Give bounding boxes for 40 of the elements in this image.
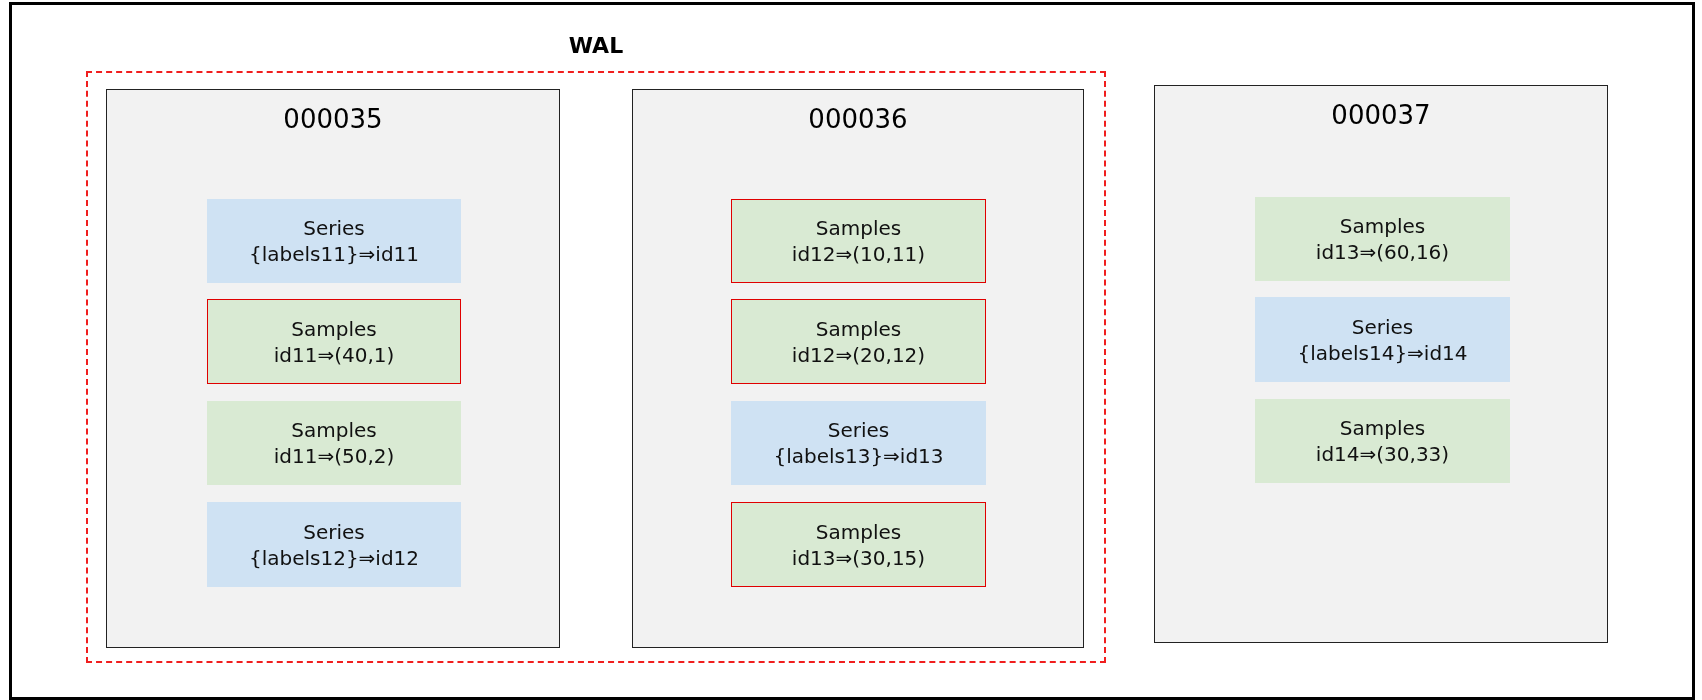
series-record-box — [207, 199, 461, 283]
samples-record-box — [1255, 399, 1510, 483]
record-type-label: Samples — [1339, 415, 1426, 441]
record-type-label: Samples — [815, 215, 902, 241]
samples-record-box — [1255, 197, 1510, 281]
samples-record-box — [731, 299, 986, 384]
record-type-label: Samples — [815, 518, 902, 545]
record-type-label: Series — [303, 518, 365, 545]
record-type-label: Samples — [291, 315, 377, 342]
series-record-box — [207, 502, 461, 587]
record-type-label: Series — [827, 417, 890, 443]
samples-record-box — [731, 502, 986, 587]
record-content-label: id11⇒(50,2) — [273, 443, 395, 469]
record-content-label: id11⇒(40,1) — [273, 341, 395, 368]
record-type-label: Samples — [815, 315, 902, 342]
series-record-box — [731, 401, 986, 485]
record-type-label: Series — [303, 215, 365, 241]
record-content-label: id13⇒(60,16) — [1315, 239, 1450, 265]
segment-file-box — [1154, 85, 1608, 643]
record-content-label: {labels13}⇒id13 — [773, 443, 944, 469]
segment-title: 000037 — [1330, 100, 1432, 130]
record-type-label: Samples — [1339, 213, 1426, 239]
samples-record-box — [731, 199, 986, 283]
samples-record-box — [207, 401, 461, 485]
group-title: WAL — [567, 33, 625, 58]
record-content-label: id13⇒(30,15) — [791, 544, 926, 571]
segment-title: 000035 — [282, 104, 384, 134]
record-type-label: Samples — [291, 417, 377, 443]
record-type-label: Series — [1351, 313, 1414, 340]
series-record-box — [1255, 297, 1510, 382]
segment-file-box — [106, 89, 560, 648]
record-content-label: id12⇒(10,11) — [791, 241, 926, 267]
record-content-label: id12⇒(20,12) — [791, 341, 926, 368]
segment-file-box — [632, 89, 1084, 648]
record-content-label: {labels11}⇒id11 — [248, 241, 420, 267]
record-content-label: id14⇒(30,33) — [1315, 441, 1450, 467]
record-content-label: {labels12}⇒id12 — [248, 544, 420, 571]
record-content-label: {labels14}⇒id14 — [1297, 339, 1468, 366]
segment-title: 000036 — [807, 104, 909, 134]
samples-record-box — [207, 299, 461, 384]
